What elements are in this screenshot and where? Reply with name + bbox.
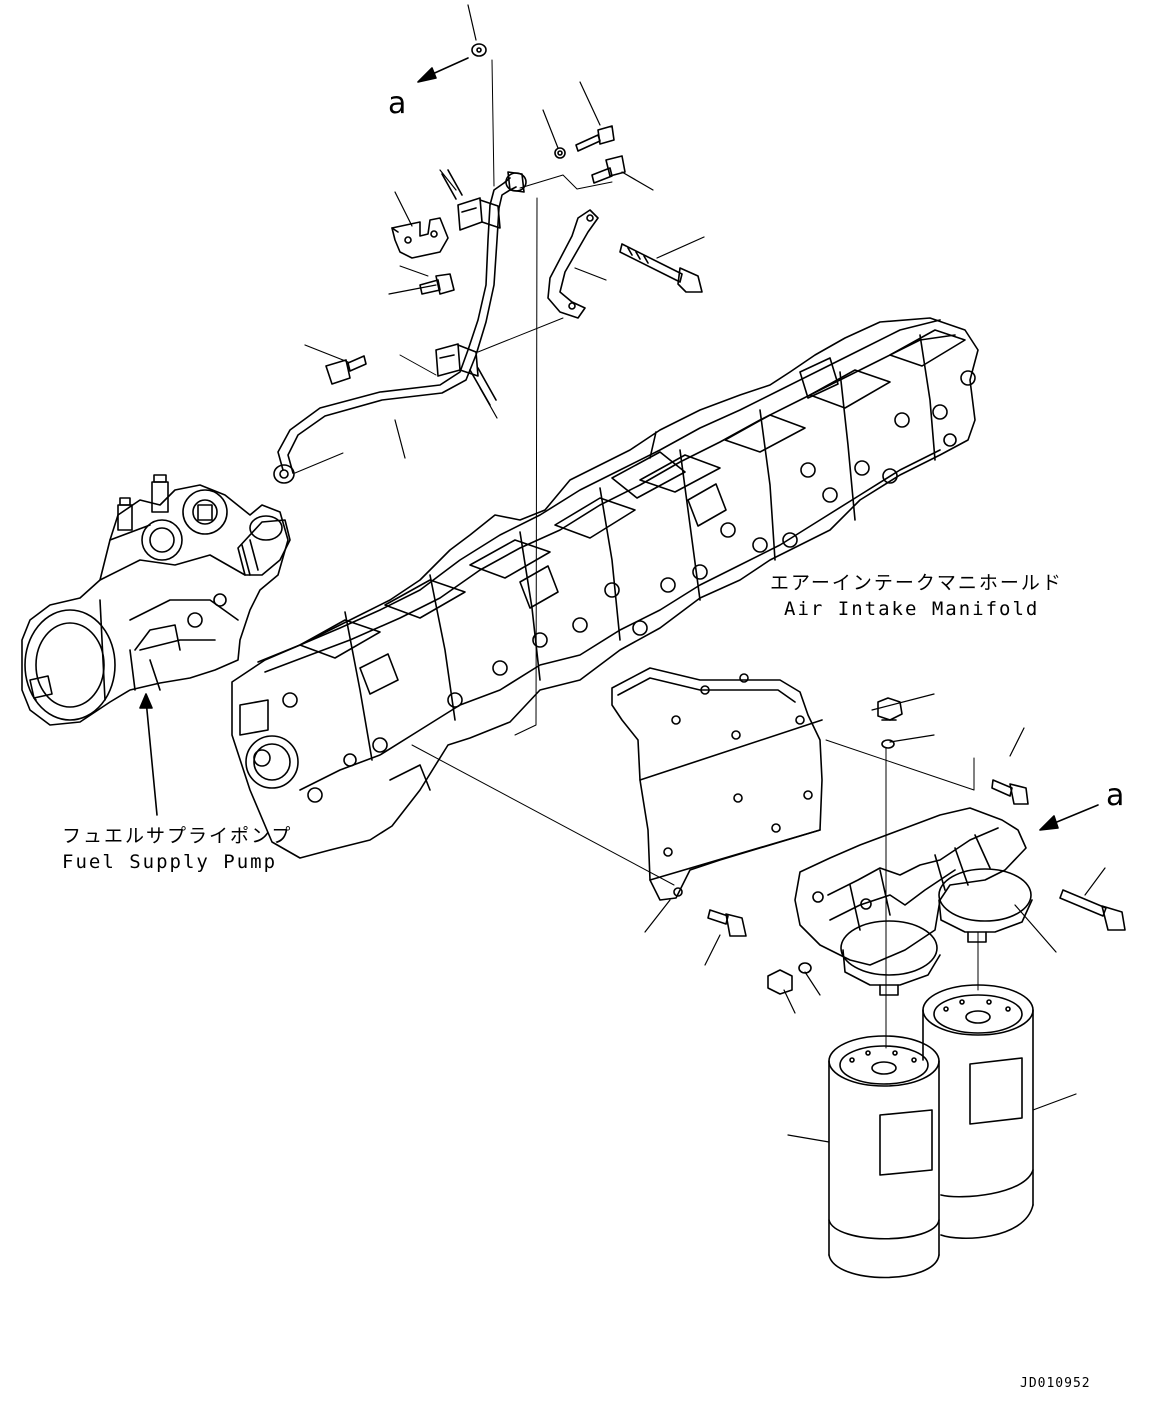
bolts-top	[326, 44, 702, 384]
view-ref-a-right: a	[1106, 778, 1125, 813]
manifold-label-en: Air Intake Manifold	[784, 598, 1040, 620]
alignment-lines	[295, 60, 978, 1048]
pump-label-en: Fuel Supply Pump	[62, 851, 278, 873]
filter-element-left	[829, 1036, 939, 1278]
u-bracket	[392, 218, 448, 258]
tube-clamp-upper	[442, 170, 500, 230]
drawing-code: JD010952	[1020, 1376, 1091, 1391]
filter-mounting-plate	[612, 668, 822, 900]
manifold-label-ja: エアーインテークマニホールド	[770, 572, 1063, 594]
leader-lines	[305, 5, 1105, 1142]
stay-bracket	[548, 210, 598, 318]
view-arrow-a-right	[1040, 805, 1098, 830]
tube-clamp-lower	[436, 344, 496, 405]
view-arrow-a-top	[418, 58, 468, 82]
fuel-tube	[274, 172, 526, 483]
pump-leader-arrow	[140, 694, 157, 815]
filter-head	[795, 808, 1032, 995]
pump-label-ja: フュエルサプライポンプ	[62, 825, 293, 847]
fuel-supply-pump	[22, 475, 290, 725]
air-intake-manifold	[232, 318, 978, 858]
filter-element-right	[923, 985, 1033, 1238]
view-ref-a-top: a	[388, 86, 407, 121]
bolts-filter-area	[708, 698, 1125, 994]
